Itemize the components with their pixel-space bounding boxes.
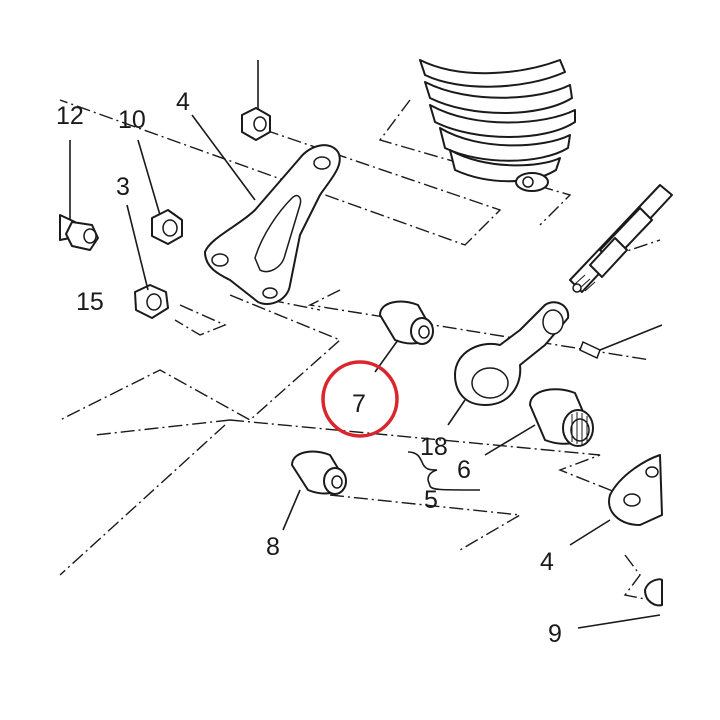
connecting-rod-part-18: [454, 301, 601, 406]
bushing-part-7: [379, 300, 434, 345]
callout-18: 18: [420, 433, 448, 461]
callout-15: 15: [76, 288, 104, 316]
assembly-guide-lines: [59, 99, 661, 601]
callout-3: 3: [116, 173, 130, 201]
callout-5: 5: [424, 486, 438, 514]
needle-bearing-part-6: [529, 388, 594, 447]
callout-6: 6: [457, 456, 471, 484]
bushing-part-8: [291, 450, 347, 495]
shock-absorber-rod: [569, 184, 673, 293]
callout-7: 7: [352, 390, 366, 418]
callout-10: 10: [118, 106, 146, 134]
callout-labels: 12 10 4 3 15 7 18 6 5 8 4 9: [56, 88, 562, 648]
callout-9: 9: [548, 620, 562, 648]
leader-lines: [69, 60, 663, 629]
nut-top: [241, 107, 271, 141]
bracket-part-4-top: [204, 144, 341, 305]
bracket-part-4-bottom: [608, 454, 663, 526]
shock-absorber-spring: [419, 59, 576, 192]
bolt-part-12: [59, 214, 99, 251]
callout-12: 12: [56, 102, 84, 130]
spacer-part-9: [644, 578, 663, 607]
nut-part-10: [151, 209, 183, 245]
highlight-circle: [321, 360, 399, 438]
nut-part-3: [134, 284, 169, 319]
callout-4-top: 4: [176, 88, 190, 116]
callout-8: 8: [266, 533, 280, 561]
callout-4-bottom: 4: [540, 548, 554, 576]
